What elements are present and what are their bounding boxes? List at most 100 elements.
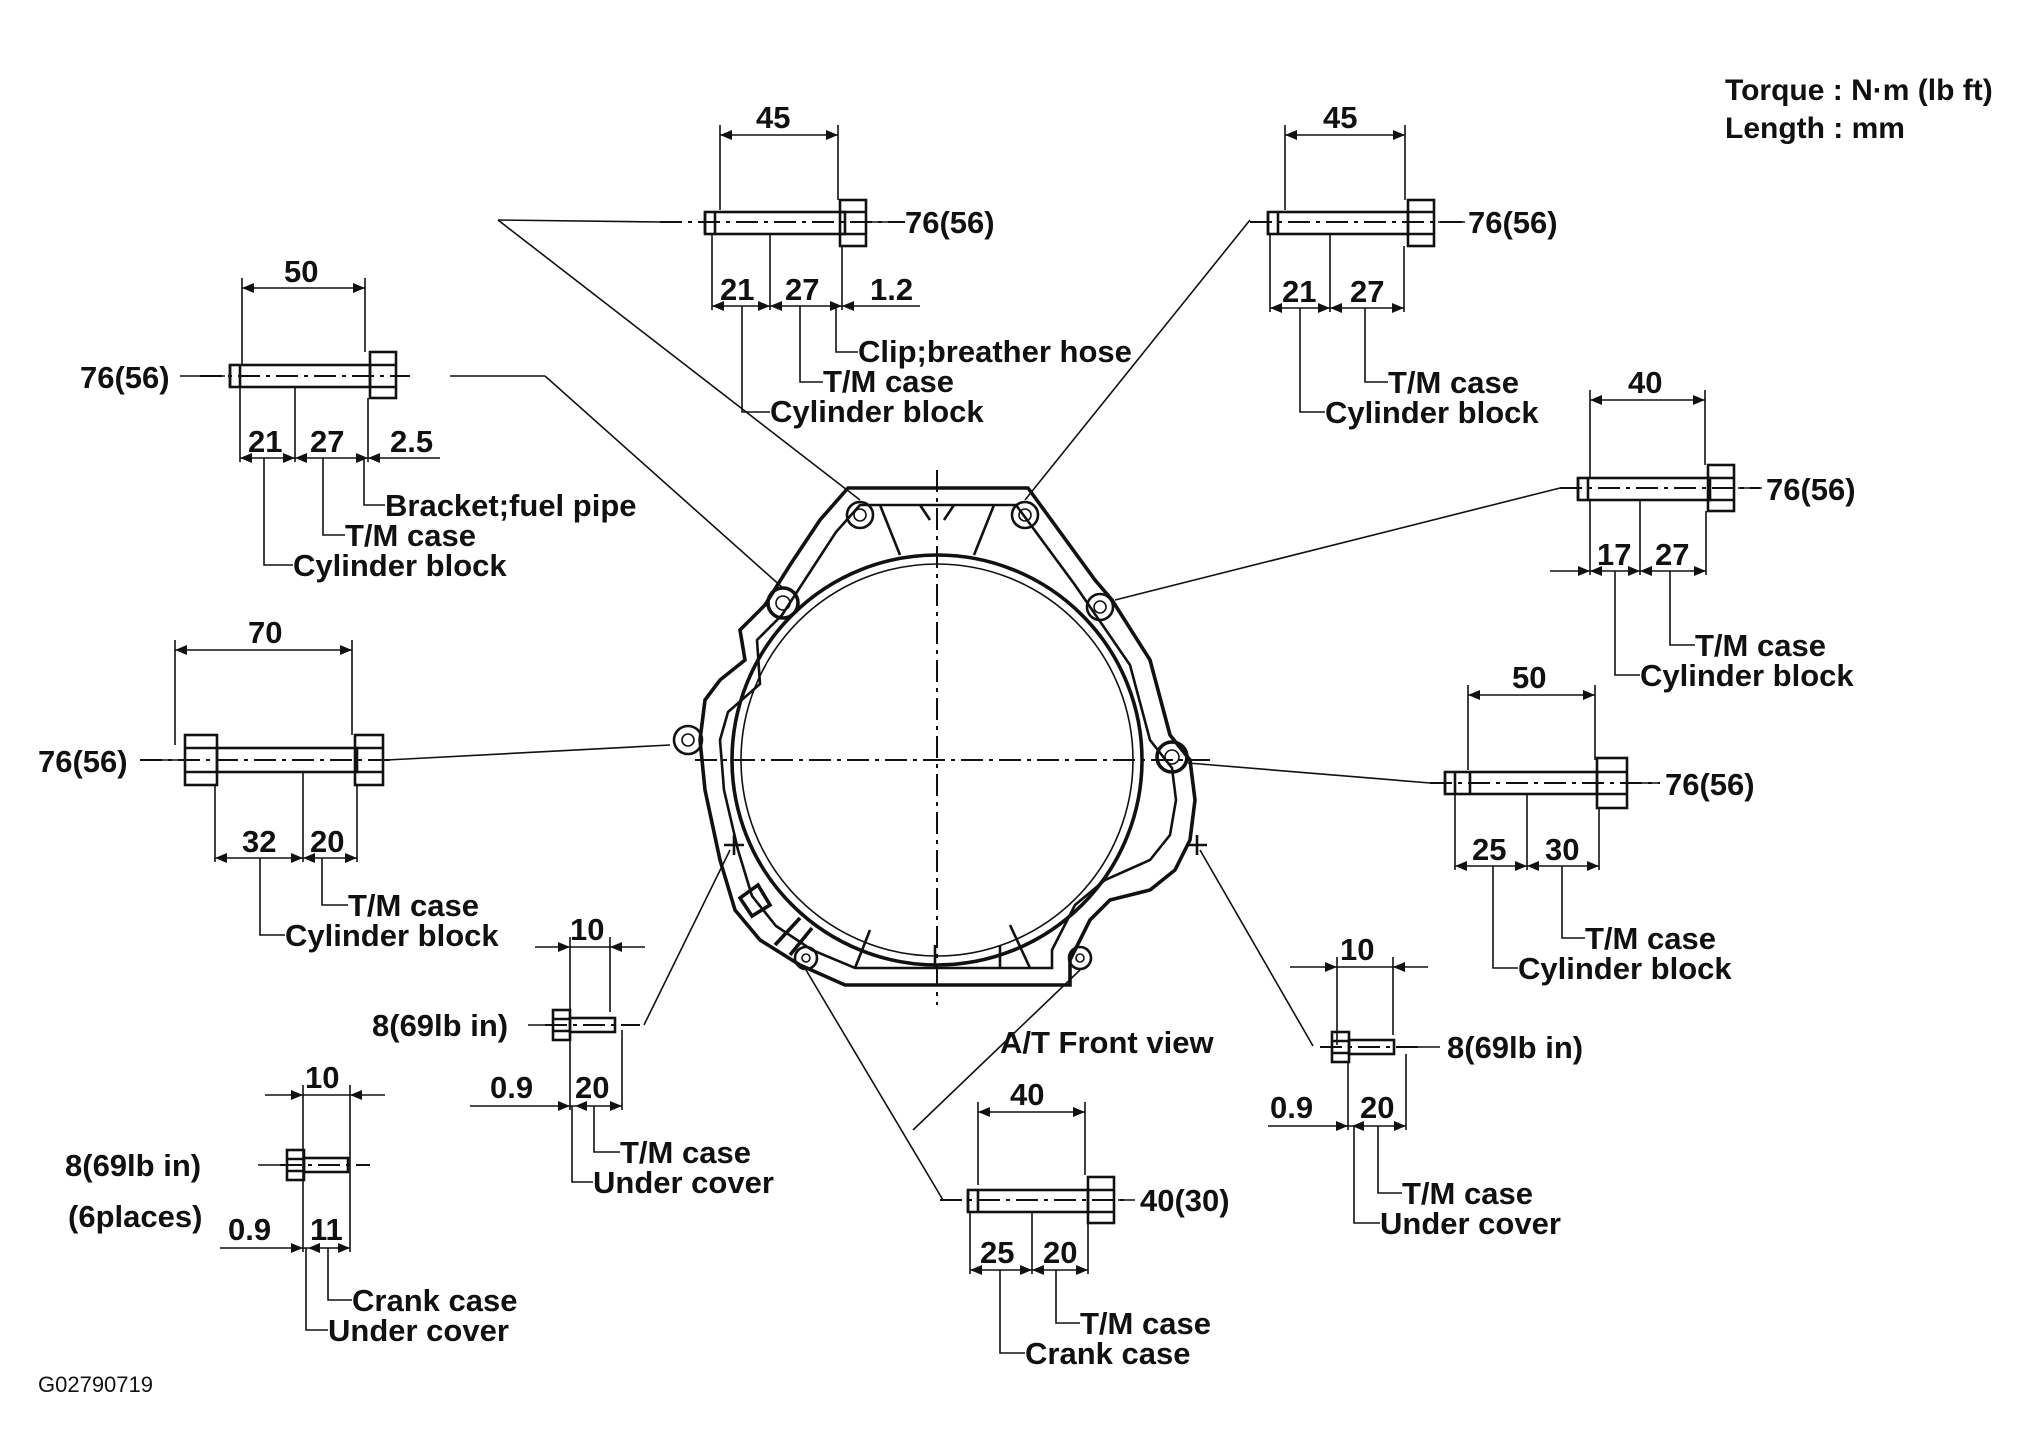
- dim-segment-1: 32: [242, 824, 276, 859]
- dim-segment-1: 21: [1282, 274, 1316, 309]
- bolt-torque: 8(69lb in): [65, 1148, 201, 1183]
- bolt-detail-upper-left: 50 76(56) 21 27 2.5 Bracket;fuel pipe T/…: [80, 254, 637, 583]
- transmission-housing: [672, 470, 1210, 1005]
- dim-segment-1: 21: [720, 272, 754, 307]
- bolt-note-1: T/M case: [620, 1135, 751, 1170]
- bolt-note-2: Under cover: [1380, 1206, 1561, 1241]
- housing-outline: [698, 486, 1197, 987]
- bolt-hole: [1187, 835, 1207, 855]
- bolt-hole: [724, 835, 744, 855]
- bolt-note-2: T/M case: [345, 518, 476, 553]
- bolt-length: 45: [756, 100, 790, 135]
- bolt-places: (6places): [68, 1199, 202, 1234]
- bolt-shank: [215, 746, 359, 774]
- bolt-hole: [845, 500, 875, 530]
- dim-segment-2: 11: [310, 1212, 343, 1247]
- bolt-note-2: Under cover: [593, 1165, 774, 1200]
- bolt-hole: [793, 945, 819, 971]
- bolt-torque: 76(56): [905, 205, 995, 240]
- bolt-hole: [1067, 945, 1093, 971]
- legend-length: Length : mm: [1725, 112, 1905, 145]
- housing-rib: [972, 504, 996, 556]
- bolt-head: [1086, 1175, 1116, 1225]
- bolt-detail-left-middle: 70 76(56) 32 20 T/M case Cylinder block: [38, 615, 499, 953]
- bolt-detail-right-upper: 40 76(56) 17 27 T/M case Cylinder block: [1550, 365, 1856, 693]
- dim-segment-2: 30: [1545, 832, 1579, 867]
- legend-torque: Torque : N·m (lb ft): [1725, 74, 1993, 107]
- bolt-length: 50: [284, 254, 318, 289]
- bolt-head: [1406, 198, 1436, 248]
- bolt-note-1: Clip;breather hose: [858, 334, 1132, 369]
- bolt-torque: 76(56): [80, 360, 170, 395]
- dim-segment-1: 0.9: [1270, 1090, 1313, 1125]
- bolt-note-2: Cylinder block: [1518, 951, 1732, 986]
- dim-segment-1: 0.9: [228, 1212, 271, 1247]
- dim-segment-2: 20: [310, 824, 344, 859]
- dim-segment-2: 27: [1655, 537, 1689, 572]
- bolt-note-3: Cylinder block: [293, 548, 507, 583]
- dim-segment-1: 21: [248, 424, 282, 459]
- dim-segment-1: 17: [1597, 537, 1631, 572]
- housing-inner-outline: [718, 503, 1178, 970]
- bolt-length: 10: [305, 1060, 339, 1095]
- bolt-hole: [1155, 740, 1189, 774]
- bolt-head: [1706, 463, 1736, 513]
- bolt-torque: 8(69lb in): [1447, 1030, 1583, 1065]
- bolt-head: [368, 350, 398, 400]
- bolt-detail-right-middle: 50 76(56) 25 30 T/M case Cylinder block: [1430, 660, 1755, 986]
- bolt-note-3: Cylinder block: [770, 394, 984, 429]
- bolt-note-2: Under cover: [328, 1313, 509, 1348]
- bolt-hole: [1085, 592, 1115, 622]
- dim-segment-3: 2.5: [390, 424, 433, 459]
- bolt-torque: 40(30): [1140, 1183, 1230, 1218]
- bolt-length: 10: [570, 912, 604, 947]
- bolt-torque: 76(56): [1766, 472, 1856, 507]
- bolt-head: [353, 733, 385, 787]
- dim-segment-2: 27: [310, 424, 344, 459]
- bolt-note-1: T/M case: [1695, 628, 1826, 663]
- bolt-hole: [672, 724, 704, 756]
- bolt-head: [838, 198, 868, 248]
- housing-rib: [918, 504, 956, 521]
- dim-segment-1: 25: [1472, 832, 1506, 867]
- bolt-detail-lower-right: 10 8(69lb in) 0.9 20 T/M case Under cove…: [1268, 932, 1583, 1241]
- bolt-note-1: Bracket;fuel pipe: [385, 488, 637, 523]
- dim-segment-3: 1.2: [870, 272, 913, 307]
- dim-segment-1: 0.9: [490, 1070, 533, 1105]
- bolt-torque: 76(56): [1468, 205, 1558, 240]
- bolt-note-2: T/M case: [823, 364, 954, 399]
- bolt-note-2: Cylinder block: [1325, 395, 1539, 430]
- bolt-length: 70: [248, 615, 282, 650]
- bolt-note-2: Cylinder block: [285, 918, 499, 953]
- view-label: A/T Front view: [1000, 1025, 1214, 1060]
- housing-rib: [853, 924, 1032, 969]
- bolt-length: 40: [1010, 1077, 1044, 1112]
- dim-segment-2: 20: [575, 1070, 609, 1105]
- bolt-note-1: T/M case: [348, 888, 479, 923]
- bolt-note-1: Crank case: [352, 1283, 517, 1318]
- bolt-note-2: Crank case: [1025, 1336, 1190, 1371]
- bolt-length: 50: [1512, 660, 1546, 695]
- dim-segment-2: 27: [785, 272, 819, 307]
- bolt-torque: 76(56): [38, 744, 128, 779]
- bolt-note-1: T/M case: [1585, 921, 1716, 956]
- bolt-note-1: T/M case: [1080, 1306, 1211, 1341]
- housing-tab: [773, 916, 814, 957]
- housing-tab: [737, 882, 773, 919]
- bolt-detail-bottom-center: 40 40(30) 25 20 T/M case Crank case: [940, 1077, 1230, 1371]
- bolt-torque: 8(69lb in): [372, 1008, 508, 1043]
- bolt-length: 45: [1323, 100, 1357, 135]
- dim-segment-2: 20: [1360, 1090, 1394, 1125]
- figure-code: G02790719: [38, 1372, 153, 1397]
- bolt-note-1: T/M case: [1388, 365, 1519, 400]
- bolt-detail-lower-left: 10 8(69lb in) 0.9 20 T/M case Under cove…: [372, 912, 774, 1200]
- bolt-note-1: T/M case: [1402, 1176, 1533, 1211]
- bolt-detail-bottom-left: 10 8(69lb in) (6places) 0.9 11 Crank cas…: [65, 1060, 517, 1348]
- dim-segment-1: 25: [980, 1235, 1014, 1270]
- housing-rib: [878, 504, 902, 556]
- bolt-head: [1595, 756, 1629, 810]
- bolt-detail-top-center: 45 76(56) 21 27 1.2 Clip;breather hose T…: [660, 100, 1132, 429]
- housing-rib: [933, 945, 1002, 968]
- dim-segment-2: 27: [1350, 274, 1384, 309]
